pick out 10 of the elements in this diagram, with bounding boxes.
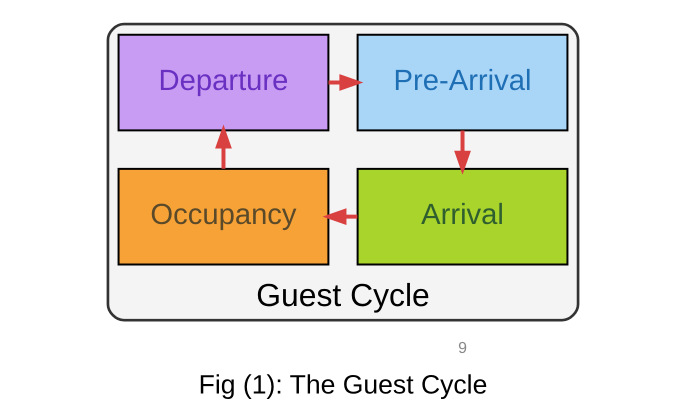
node-box: Occupancy [117, 168, 329, 266]
arrow [322, 208, 357, 226]
node-box: Arrival [356, 168, 568, 266]
caption: Fig (1): The Guest Cycle [198, 369, 487, 400]
label: 9 [458, 340, 466, 357]
arrow [454, 130, 470, 175]
node-box: Pre-Arrival [356, 34, 568, 132]
node-box: Departure [117, 34, 329, 132]
arrow [214, 124, 232, 169]
arrow [328, 74, 363, 91]
